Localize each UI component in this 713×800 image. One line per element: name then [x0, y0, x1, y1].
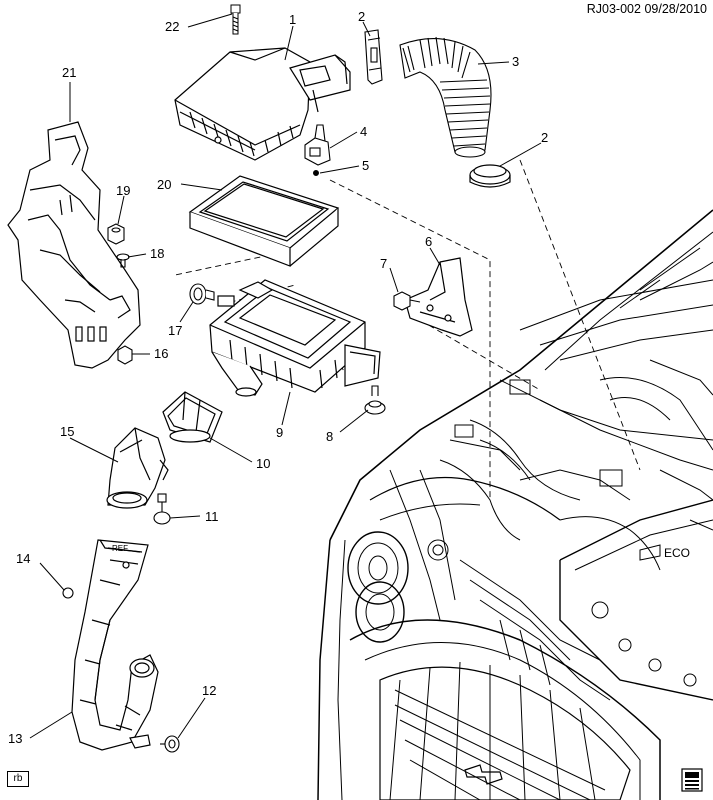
callout-8: 8 — [326, 429, 333, 444]
air-cleaner-upper-housing — [174, 47, 351, 161]
callout-9: 9 — [276, 425, 283, 440]
callout-19: 19 — [116, 183, 130, 198]
callout-2-top: 2 — [358, 9, 365, 24]
elbow-duct-15 — [106, 427, 169, 509]
fastener-18 — [116, 253, 130, 268]
callout-4: 4 — [360, 124, 367, 139]
nut-16 — [117, 345, 133, 365]
callout-6: 6 — [425, 234, 432, 249]
vehicle-front-end: ECO — [317, 209, 713, 800]
diagram-date: 09/28/2010 — [644, 2, 707, 16]
callout-2-right: 2 — [541, 130, 548, 145]
intake-duct-bellows — [399, 36, 492, 158]
callout-21: 21 — [62, 65, 76, 80]
callout-7: 7 — [380, 256, 387, 271]
callout-5: 5 — [362, 158, 369, 173]
sensor-4 — [304, 124, 331, 166]
callout-12: 12 — [202, 683, 216, 698]
grommet-12 — [160, 735, 180, 753]
svg-text:REF: REF — [112, 544, 128, 553]
callout-15: 15 — [60, 424, 74, 439]
air-cleaner-lower-housing — [209, 279, 381, 397]
grommet-8 — [364, 385, 386, 415]
svg-text:ECO: ECO — [664, 546, 690, 560]
callout-1: 1 — [289, 12, 296, 27]
callout-13: 13 — [8, 731, 22, 746]
clamp-2-top — [364, 29, 383, 85]
callout-16: 16 — [154, 346, 168, 361]
stamp-icon — [681, 768, 703, 792]
seal-5 — [313, 170, 319, 176]
callout-3: 3 — [512, 54, 519, 69]
nut-19 — [107, 223, 125, 245]
callouts — [29, 13, 542, 739]
grommet-17 — [189, 283, 215, 305]
bolt-22 — [230, 4, 241, 35]
callout-17: 17 — [168, 323, 182, 338]
callout-11: 11 — [205, 509, 219, 524]
push-pin-14 — [62, 587, 74, 599]
diagram-header: RJ03-002 09/28/2010 — [587, 2, 707, 16]
lower-snorkel-duct: REF — [71, 539, 159, 751]
callout-10: 10 — [256, 456, 270, 471]
diagram-id: RJ03-002 — [586, 2, 641, 16]
grommet-11 — [153, 493, 171, 525]
corner-tag: rb — [7, 771, 29, 787]
callout-22: 22 — [165, 19, 179, 34]
callout-20: 20 — [157, 177, 171, 192]
callout-14: 14 — [16, 551, 30, 566]
bolt-7 — [393, 291, 421, 311]
duct-section-10 — [162, 391, 223, 443]
bracket-21 — [7, 121, 141, 369]
callout-labels: 22 1 2 3 4 5 2 20 19 21 18 17 16 6 7 8 9… — [8, 9, 548, 746]
bracket-6 — [404, 257, 473, 337]
callout-18: 18 — [150, 246, 164, 261]
air-filter-element — [188, 175, 340, 267]
clamp-2-ring — [469, 164, 511, 188]
